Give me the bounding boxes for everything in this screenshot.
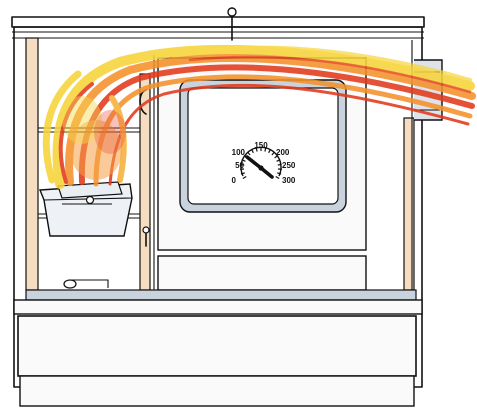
dial-tick [274, 154, 279, 159]
dial-tick [251, 148, 254, 154]
thermometer-ticks [240, 147, 282, 180]
dial-label-300: 300 [282, 176, 296, 185]
dial-label-100: 100 [232, 148, 246, 157]
dial-tick [277, 172, 282, 175]
bottom-plinth [13, 299, 423, 407]
dial-tick [268, 148, 271, 154]
dial-tick [271, 151, 275, 156]
dial-tick [255, 147, 258, 152]
ash-pan-knob-icon [63, 279, 77, 289]
flame-flow [42, 44, 476, 189]
dial-tick [276, 159, 281, 162]
dial-label-0: 0 [232, 176, 237, 185]
oven-window [187, 87, 339, 205]
oven-lower-panel [157, 255, 367, 291]
dial-tick [240, 163, 245, 166]
dial-label-250: 250 [282, 161, 296, 170]
dial-tick [277, 163, 282, 166]
dial-tick [264, 147, 267, 152]
dial-label-150: 150 [254, 141, 268, 150]
dial-label-50: 50 [235, 161, 244, 170]
top-knob-icon [227, 7, 237, 41]
dial-tick [275, 175, 280, 180]
dial-tick [242, 175, 247, 180]
dial-label-200: 200 [276, 148, 290, 157]
fire-grate [38, 181, 133, 237]
base-shelf [25, 289, 417, 301]
dial-tick [240, 172, 245, 175]
thermometer-needle [245, 155, 263, 170]
dial-tick [241, 159, 246, 162]
center-latch-icon [139, 89, 150, 247]
dial-tick [247, 151, 251, 156]
thermometer-dial: 0 50 100 150 200 250 300 [232, 141, 296, 185]
